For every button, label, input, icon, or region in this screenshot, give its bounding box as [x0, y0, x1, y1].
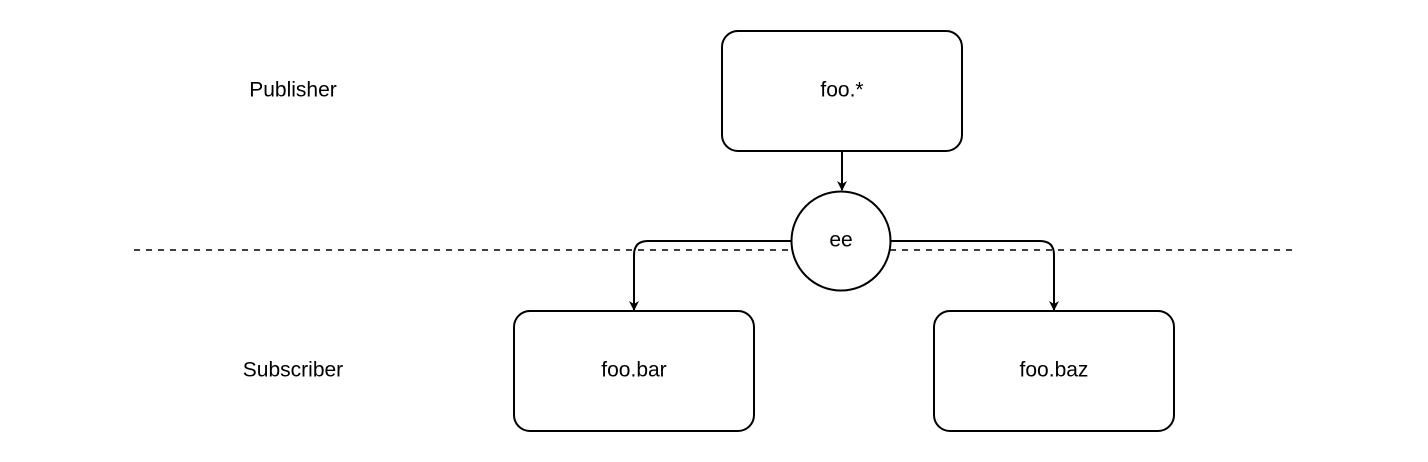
subscriber-left-box	[513, 310, 755, 432]
publisher-role-label: Publisher	[249, 79, 337, 102]
emitter-node: ee	[790, 190, 892, 292]
subscriber-right-label: foo.baz	[1020, 359, 1089, 382]
publisher-node-label: foo.*	[820, 79, 863, 102]
subscriber-node-left: foo.bar	[513, 310, 755, 432]
subscriber-right-box	[933, 310, 1175, 432]
subscriber-node-right: foo.baz	[933, 310, 1175, 432]
emitter-label: ee	[829, 229, 852, 252]
subscriber-role-label: Subscriber	[243, 359, 343, 382]
emitter-circle	[790, 190, 892, 292]
emitter-to-right-subscriber-arrow	[891, 240, 1059, 311]
subscriber-left-label: foo.bar	[601, 359, 666, 382]
emitter-to-left-subscriber-arrow	[629, 240, 792, 311]
publisher-node: foo.*	[721, 30, 963, 152]
